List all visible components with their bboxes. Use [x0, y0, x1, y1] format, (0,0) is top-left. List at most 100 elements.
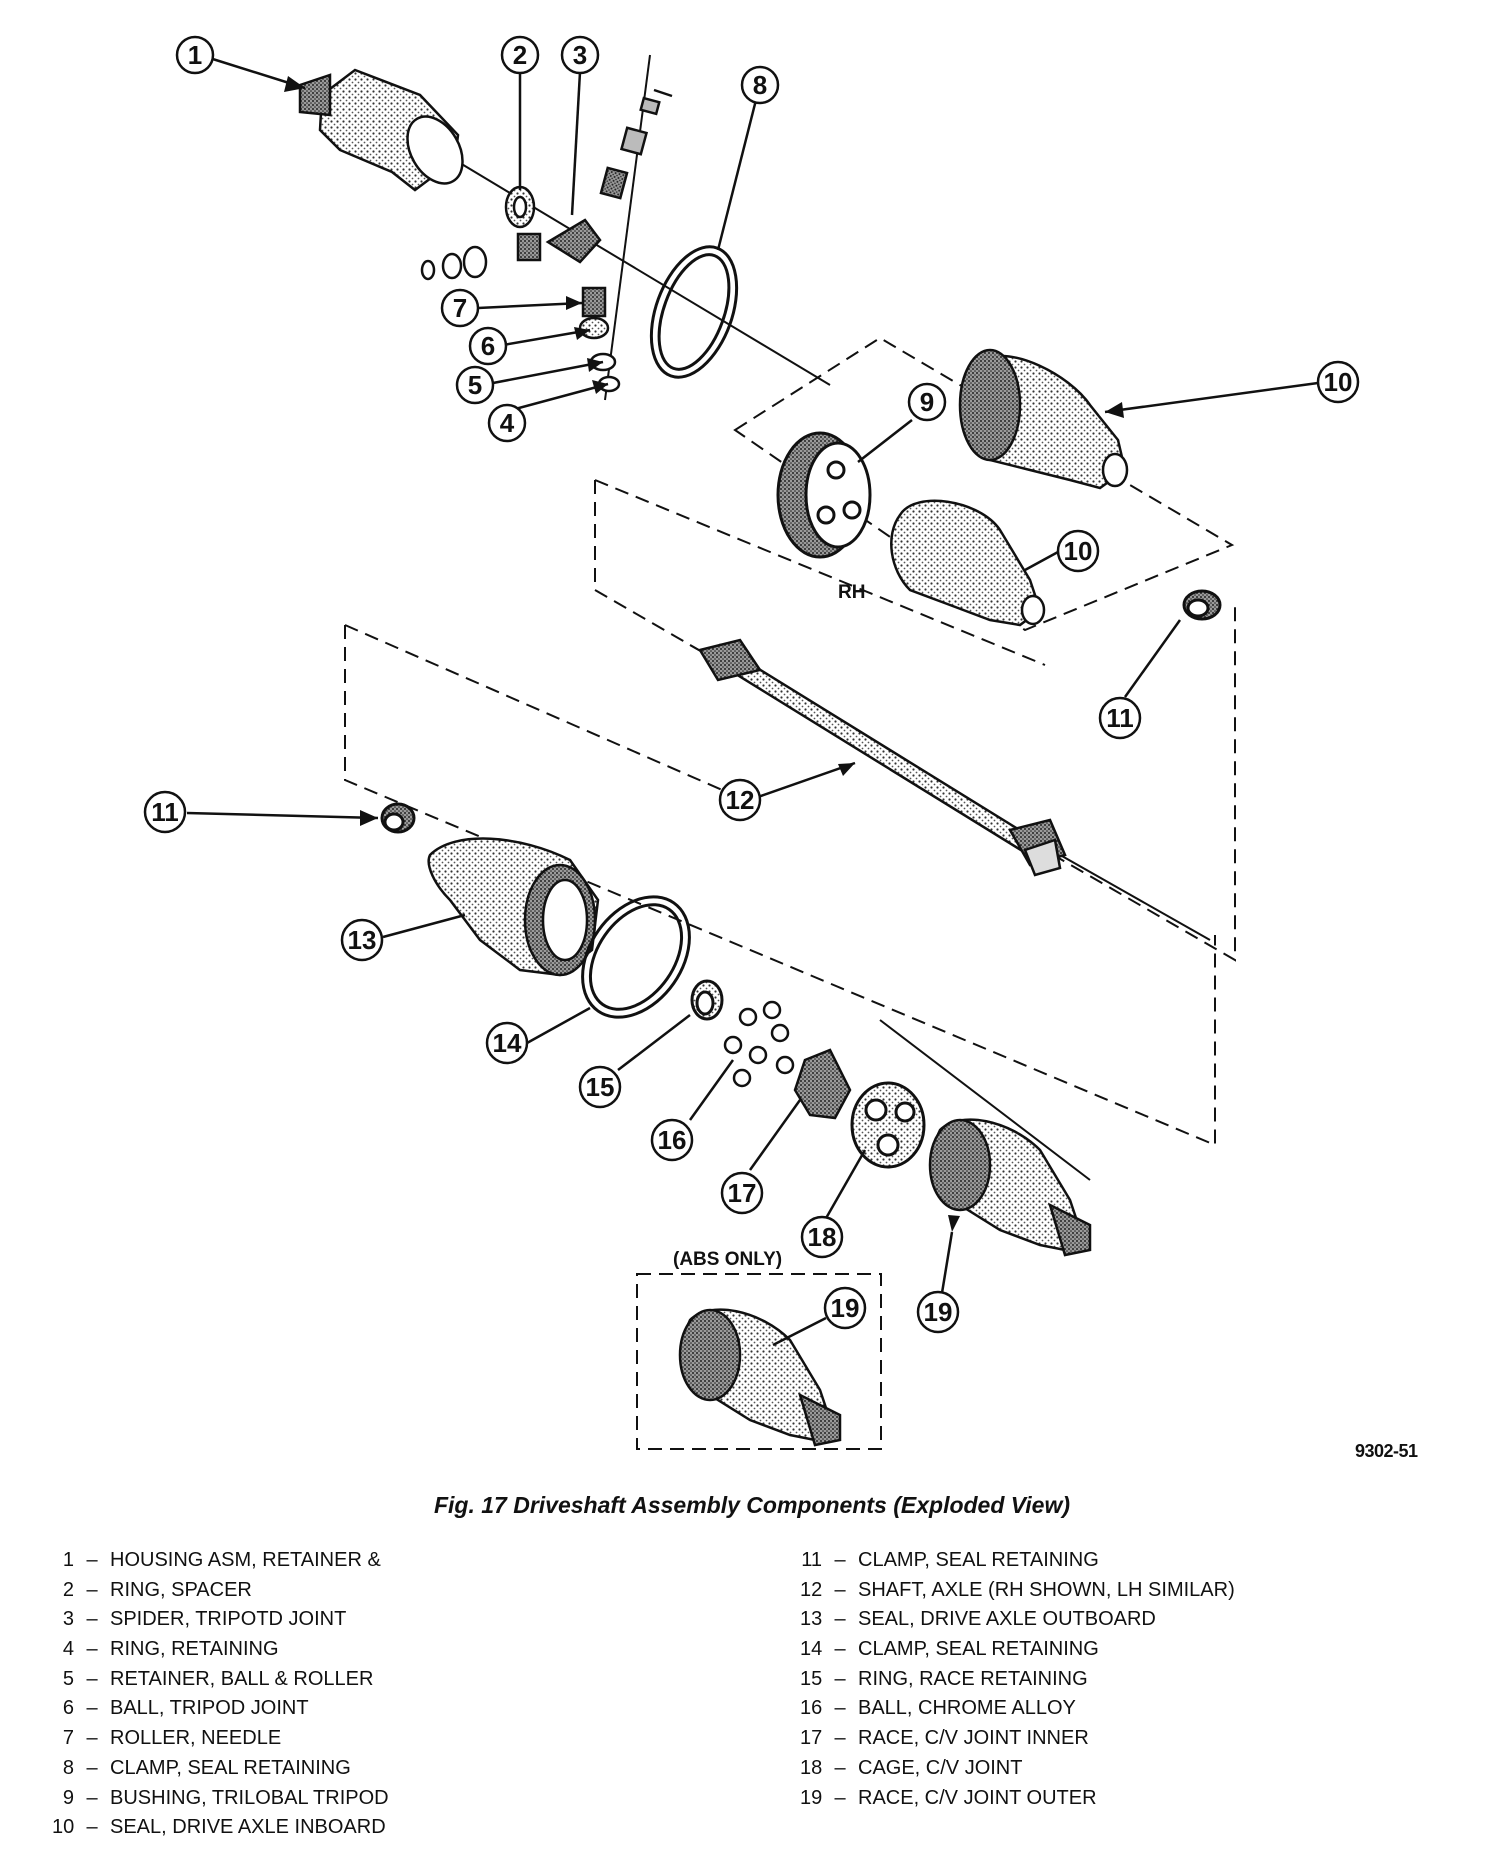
- part-inner-race-17: [793, 1048, 852, 1120]
- legend-number: 18: [800, 1756, 823, 1779]
- legend-item: 6–BALL, TRIPOD JOINT: [52, 1694, 389, 1724]
- legend-separator: –: [86, 1608, 98, 1631]
- svg-text:3: 3: [573, 40, 587, 70]
- legend-text: ROLLER, NEEDLE: [110, 1727, 282, 1750]
- part-axle-shaft-12: [698, 638, 1067, 877]
- legend-item: 5–RETAINER, BALL & ROLLER: [52, 1665, 389, 1695]
- legend-separator: –: [86, 1727, 98, 1750]
- callout-2: 2: [500, 35, 540, 75]
- legend-item: 17–RACE, C/V JOINT INNER: [800, 1724, 1235, 1754]
- part-outer-race-19-abs: [678, 1308, 842, 1447]
- svg-text:13: 13: [348, 925, 377, 955]
- callout-1: 1: [175, 35, 215, 75]
- callout-6: 6: [468, 326, 508, 366]
- outboard-group-box: [344, 625, 1216, 1147]
- legend-number: 2: [62, 1578, 74, 1601]
- svg-text:5: 5: [468, 370, 482, 400]
- legend-separator: –: [86, 1667, 98, 1690]
- legend-item: 14–CLAMP, SEAL RETAINING: [800, 1635, 1235, 1665]
- legend-item: 10–SEAL, DRIVE AXLE INBOARD: [52, 1813, 389, 1843]
- legend-text: RING, RACE RETAINING: [858, 1667, 1088, 1690]
- legend-item: 18–CAGE, C/V JOINT: [800, 1754, 1235, 1784]
- legend-separator: –: [86, 1638, 98, 1661]
- callouts: 1 2 3 4 5 6 7 8 9 10 10 11 11 12 13 14 1…: [143, 35, 1360, 1334]
- arrowheads: [284, 76, 1124, 1232]
- callout-19-abs: 19: [823, 1286, 867, 1330]
- part-clamp-8: [649, 245, 739, 379]
- part-clamp-14: [581, 895, 691, 1019]
- legend-item: 1–HOUSING ASM, RETAINER &: [52, 1546, 389, 1576]
- legend-number: 6: [62, 1697, 74, 1720]
- part-boot-10-upper: [958, 348, 1129, 490]
- legend-separator: –: [86, 1816, 98, 1839]
- callout-7: 7: [440, 288, 480, 328]
- part-bushing-9: [776, 431, 872, 559]
- legend-item: 8–CLAMP, SEAL RETAINING: [52, 1754, 389, 1784]
- outboard-group-box-top: [344, 624, 746, 801]
- legend-separator: –: [834, 1727, 846, 1750]
- legend-number: 14: [800, 1638, 823, 1661]
- legend-number: 4: [62, 1638, 74, 1661]
- legend-left-column: 1–HOUSING ASM, RETAINER & 2–RING, SPACER…: [52, 1546, 389, 1843]
- legend-item: 12–SHAFT, AXLE (RH SHOWN, LH SIMILAR): [800, 1576, 1235, 1606]
- part-outboard-boot-13: [427, 837, 600, 977]
- shaft-group-box-top: [594, 479, 1046, 666]
- rh-label: RH: [838, 582, 865, 603]
- abs-only-label: (ABS ONLY): [673, 1249, 782, 1270]
- svg-text:8: 8: [753, 70, 767, 100]
- svg-text:4: 4: [500, 408, 515, 438]
- callout-5: 5: [455, 365, 495, 405]
- callout-12: 12: [718, 778, 762, 822]
- svg-text:9: 9: [920, 387, 934, 417]
- callout-11-right: 11: [1098, 696, 1142, 740]
- legend-item: 11–CLAMP, SEAL RETAINING: [800, 1546, 1235, 1576]
- legend-separator: –: [834, 1578, 846, 1601]
- legend-item: 2–RING, SPACER: [52, 1576, 389, 1606]
- leader-lines: [186, 53, 1319, 1347]
- part-boot-10-lower: [890, 499, 1046, 627]
- svg-text:10: 10: [1064, 536, 1093, 566]
- svg-text:1: 1: [188, 40, 202, 70]
- legend-separator: –: [86, 1578, 98, 1601]
- legend-text: CLAMP, SEAL RETAINING: [858, 1638, 1099, 1661]
- legend-separator: –: [86, 1786, 98, 1809]
- part-cage-18: [850, 1081, 926, 1169]
- legend-separator: –: [834, 1549, 846, 1571]
- legend-text: SEAL, DRIVE AXLE OUTBOARD: [858, 1608, 1156, 1631]
- legend-number: 19: [800, 1786, 823, 1809]
- axis-line-lower: [879, 1019, 1091, 1181]
- callout-3: 3: [560, 35, 600, 75]
- part-tripod-spider: [420, 88, 673, 393]
- legend-text: HOUSING ASM, RETAINER &: [110, 1549, 381, 1571]
- legend-number: 1: [62, 1549, 74, 1571]
- legend-number: 11: [801, 1549, 822, 1571]
- legend-number: 7: [62, 1727, 74, 1750]
- legend-item: 15–RING, RACE RETAINING: [800, 1665, 1235, 1695]
- legend-separator: –: [86, 1549, 98, 1571]
- svg-text:15: 15: [586, 1072, 615, 1102]
- legend-number: 5: [62, 1667, 74, 1690]
- legend-separator: –: [86, 1756, 98, 1779]
- legend-text: RING, RETAINING: [110, 1638, 279, 1661]
- rh-boot-group-box: [733, 336, 1235, 632]
- callout-10-lower: 10: [1056, 529, 1100, 573]
- svg-text:10: 10: [1324, 367, 1353, 397]
- legend-item: 4–RING, RETAINING: [52, 1635, 389, 1665]
- svg-text:16: 16: [658, 1125, 687, 1155]
- figure-caption: Fig. 17 Driveshaft Assembly Components (…: [433, 1492, 1071, 1518]
- legend-text: RETAINER, BALL & ROLLER: [110, 1667, 374, 1690]
- legend-text: CLAMP, SEAL RETAINING: [858, 1549, 1099, 1571]
- legend-item: 13–SEAL, DRIVE AXLE OUTBOARD: [800, 1605, 1235, 1635]
- callout-15: 15: [578, 1065, 622, 1109]
- legend-separator: –: [834, 1756, 846, 1779]
- svg-text:11: 11: [151, 797, 179, 827]
- legend-item: 16–BALL, CHROME ALLOY: [800, 1694, 1235, 1724]
- callout-8: 8: [740, 65, 780, 105]
- legend-text: SPIDER, TRIPOTD JOINT: [110, 1608, 347, 1631]
- legend-text: SEAL, DRIVE AXLE INBOARD: [110, 1816, 386, 1839]
- legend-number: 15: [800, 1667, 823, 1690]
- legend-number: 16: [800, 1697, 823, 1720]
- legend-text: RING, SPACER: [110, 1578, 252, 1601]
- tripod-axis: [604, 54, 651, 401]
- svg-text:14: 14: [493, 1028, 522, 1058]
